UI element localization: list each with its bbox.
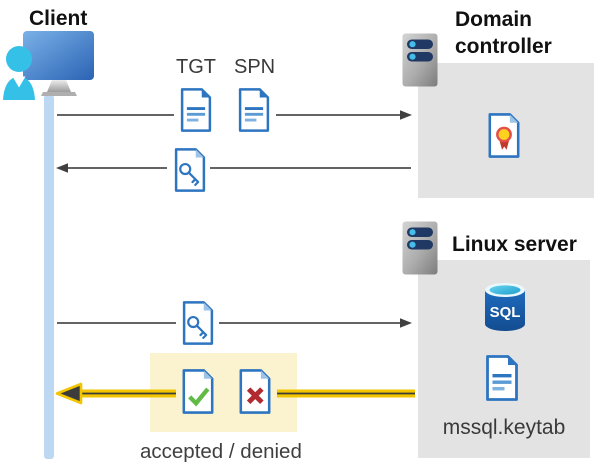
arrowhead-right-icon <box>400 110 412 120</box>
key-document-icon <box>174 148 206 192</box>
domain-controller-title-line2: controller <box>455 35 552 58</box>
tgt-document-icon <box>180 88 212 132</box>
arrowhead-left-yellow-icon <box>55 382 83 405</box>
sql-database-icon: SQL <box>485 283 525 331</box>
result-label: accepted / denied <box>140 440 302 463</box>
domain-controller-server-icon <box>402 33 438 87</box>
sql-label: SQL <box>490 304 521 321</box>
arrowhead-left-icon <box>56 163 68 173</box>
keytab-label: mssql.keytab <box>442 416 566 439</box>
domain-controller-title-line1: Domain <box>455 8 533 31</box>
keytab-document-icon <box>486 355 518 401</box>
arrow-domain-controller-to-client <box>56 163 411 173</box>
accepted-check-document-icon <box>182 369 214 414</box>
certificate-document-icon <box>488 113 520 158</box>
domain-controller-title: Domain controller <box>455 6 552 60</box>
key-document-icon <box>182 301 214 345</box>
arrowhead-right-icon <box>400 318 412 328</box>
linux-server-server-icon <box>402 221 438 275</box>
denied-cross-document-icon <box>239 369 271 414</box>
client-user-monitor-icon <box>3 31 94 100</box>
arrow-client-to-linux-server <box>57 318 412 328</box>
tgt-label: TGT <box>176 56 216 78</box>
client-title: Client <box>29 7 88 30</box>
linux-server-title: Linux server <box>452 233 577 256</box>
client-lifeline <box>44 95 54 459</box>
spn-document-icon <box>238 88 270 132</box>
spn-label: SPN <box>234 56 276 78</box>
